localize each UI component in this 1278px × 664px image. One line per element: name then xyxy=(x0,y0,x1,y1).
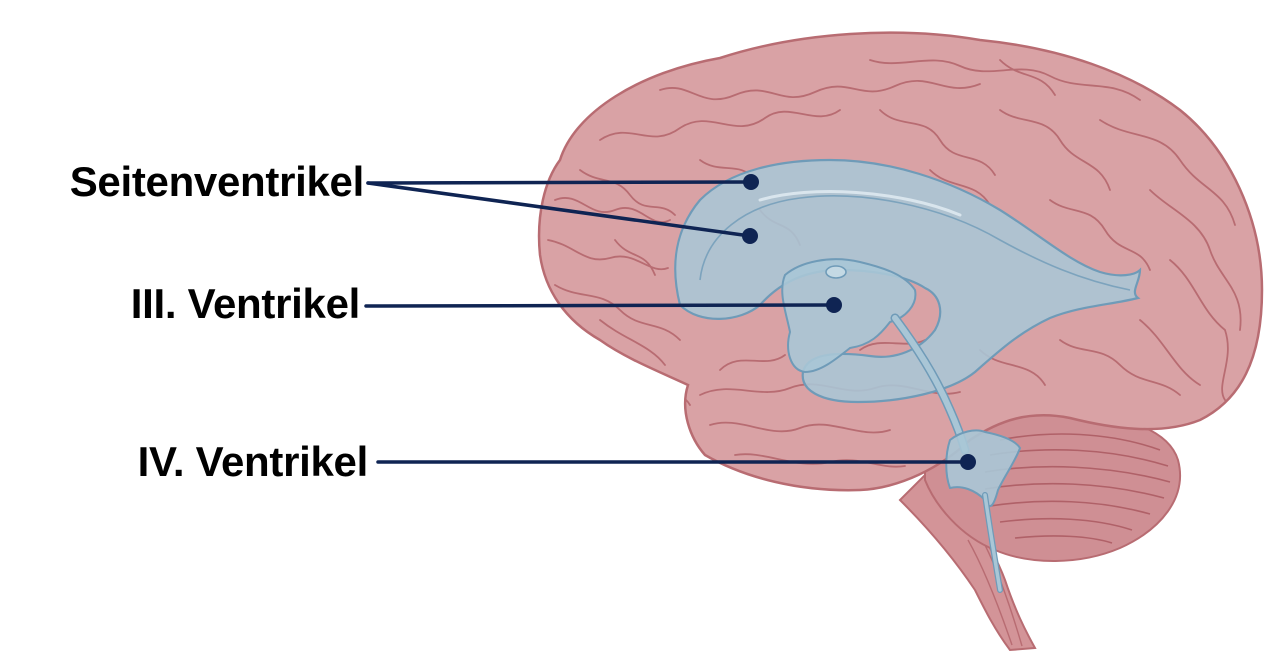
label-lateral-ventricle: Seitenventrikel xyxy=(69,158,365,205)
brainstem-striations xyxy=(967,539,1023,647)
label-third-ventricle: III. Ventrikel xyxy=(130,280,361,327)
leader-line-lateral-upper xyxy=(366,180,753,185)
lateral-ventricle-inner-line xyxy=(699,195,1131,291)
label-fourth-ventricle: IV. Ventrikel xyxy=(137,438,369,485)
central-canal-core xyxy=(983,493,1002,592)
leader-dot-lateral-lower xyxy=(742,228,758,244)
interthalamic-adhesion xyxy=(825,265,847,279)
leader-lines xyxy=(364,180,970,464)
fourth-ventricle xyxy=(945,429,1022,508)
leader-dots xyxy=(742,174,976,470)
leader-dot-third xyxy=(826,297,842,313)
leader-dot-lateral-upper xyxy=(743,174,759,190)
leader-dot-fourth xyxy=(960,454,976,470)
third-ventricle xyxy=(781,258,917,374)
leader-line-lateral-lower xyxy=(366,181,752,238)
leader-line-third xyxy=(364,303,836,308)
lateral-ventricle-highlight xyxy=(758,190,962,217)
